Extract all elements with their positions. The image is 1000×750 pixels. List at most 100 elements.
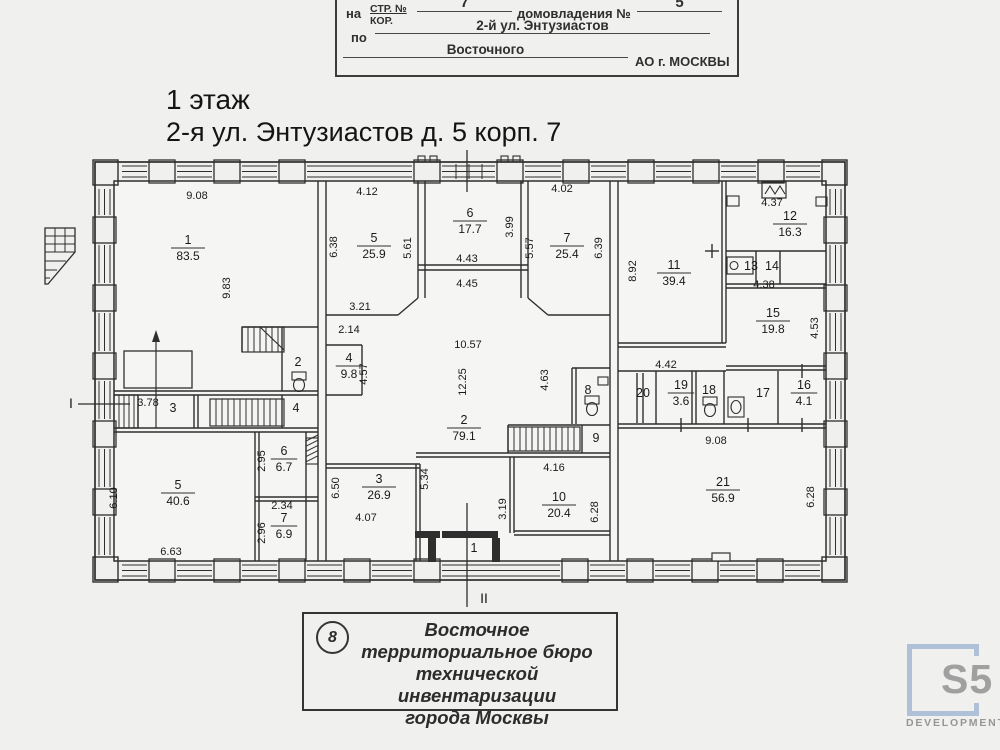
- room-number: 14: [765, 259, 779, 273]
- wall-pier: [823, 352, 848, 380]
- form-city-label: АО г. МОСКВЫ: [635, 54, 730, 69]
- room-number: 16: [797, 378, 811, 392]
- dim-label: 6.39: [593, 237, 605, 258]
- dim-label: 12.25: [457, 368, 469, 396]
- dim-label: 6.50: [330, 477, 342, 498]
- room-number: 4: [346, 351, 353, 365]
- room-number: 20: [636, 386, 650, 400]
- dim-label: 4.07: [355, 512, 376, 524]
- stamp-line-4: города Москвы: [405, 707, 549, 728]
- room-area: 4.1: [796, 394, 813, 408]
- room-number: 18: [702, 383, 716, 397]
- wall-pier: [757, 159, 785, 184]
- room-area: 40.6: [166, 494, 190, 508]
- room-area: 3.6: [673, 394, 690, 408]
- corner-pier: [92, 159, 119, 186]
- section-marker: II: [480, 590, 488, 606]
- form-label-ownership: домовладения №: [517, 6, 631, 21]
- dim-label: 6.28: [805, 486, 817, 507]
- dim-label: 5.57: [524, 237, 536, 258]
- room-number: 3: [376, 472, 383, 486]
- wall-pier: [92, 216, 117, 244]
- stamp-number-badge: 8: [316, 621, 349, 654]
- dim-label: 3.21: [349, 301, 370, 313]
- room-number: 1: [185, 233, 192, 247]
- bathtub-icon: [729, 260, 739, 271]
- wall-pier: [413, 558, 441, 583]
- outer-wall-inner-edge: [113, 180, 827, 562]
- room-number: 2: [295, 355, 302, 369]
- dim-label: 2.34: [271, 500, 292, 512]
- corner-pier: [92, 556, 119, 583]
- dim-label: 6.38: [328, 236, 340, 257]
- toilet-icon: [703, 402, 717, 418]
- wall-pier: [213, 159, 241, 184]
- room-area: 20.4: [547, 506, 571, 520]
- wall-box-icon: [815, 196, 828, 207]
- shaft-hatch: [305, 434, 319, 442]
- dim-label: 9.83: [221, 277, 233, 298]
- solid-wall: [442, 531, 498, 538]
- room-area: 83.5: [176, 249, 200, 263]
- address-title: 2-я ул. Энтузиастов д. 5 корп. 7: [166, 117, 562, 147]
- wall-pier: [562, 159, 590, 184]
- room-number: 4: [293, 401, 300, 415]
- wall-line: [527, 297, 549, 316]
- dim-label: 3.19: [497, 498, 509, 519]
- wall-pier: [278, 558, 306, 583]
- wall-pier: [148, 159, 176, 184]
- form-alt-top: СТР. №: [370, 3, 407, 15]
- wall-pier: [496, 159, 524, 184]
- form-alt-bottom: КОР.: [370, 15, 393, 27]
- room-number: 21: [716, 475, 730, 489]
- shaft-hatch: [305, 439, 319, 447]
- stair-arrow-head: [152, 330, 160, 342]
- wall-pier: [92, 352, 117, 380]
- wall-pier: [92, 420, 117, 448]
- room-number: 7: [564, 231, 571, 245]
- dim-label: 4.16: [543, 462, 564, 474]
- dim-label: 8.92: [627, 260, 639, 281]
- room-area: 6.9: [276, 527, 293, 541]
- room-area: 25.4: [555, 247, 579, 261]
- room-number: 8: [585, 383, 592, 397]
- solid-wall: [428, 538, 436, 562]
- toilet-icon: [291, 371, 307, 381]
- pier-notch: [417, 155, 426, 163]
- corner-pier: [821, 556, 848, 583]
- form-row2-label: по: [351, 30, 367, 45]
- dim-label: 3.78: [137, 397, 158, 409]
- bti-stamp: 8 Восточное территориальное бюро техниче…: [302, 612, 618, 728]
- shaft-hatch: [305, 444, 319, 452]
- room-number: 15: [766, 306, 780, 320]
- section-marker: I: [69, 395, 73, 411]
- wall-pier: [823, 284, 848, 312]
- shaft-hatch: [305, 455, 319, 463]
- external-stair: [44, 227, 76, 285]
- dim-label: 4.43: [456, 253, 477, 265]
- wall-pier: [691, 558, 719, 583]
- wall-pier: [413, 159, 441, 184]
- form-district-value: Восточного: [343, 42, 628, 58]
- dim-label: 4.53: [809, 317, 821, 338]
- room-number: 11: [668, 258, 681, 272]
- shaft-hatch: [305, 450, 319, 458]
- room-area: 26.9: [367, 488, 391, 502]
- wall-pier: [823, 216, 848, 244]
- wall-pier: [627, 159, 655, 184]
- room-area: 9.8: [341, 367, 358, 381]
- wall-pier: [823, 420, 848, 448]
- wall-pier: [561, 558, 589, 583]
- room-number: 9: [593, 431, 600, 445]
- stair-landing: [123, 350, 193, 389]
- stair-diagonal: [259, 326, 285, 351]
- dim-label: 5.61: [402, 237, 414, 258]
- dim-label: 4.38: [753, 279, 774, 291]
- stamp-line-3: технической инвентаризации: [397, 663, 557, 706]
- dim-label: 10.57: [454, 339, 482, 351]
- s5-logo-text: S5: [938, 656, 994, 703]
- vent-zigzag: [764, 184, 786, 196]
- form-value-building: 7: [417, 0, 512, 12]
